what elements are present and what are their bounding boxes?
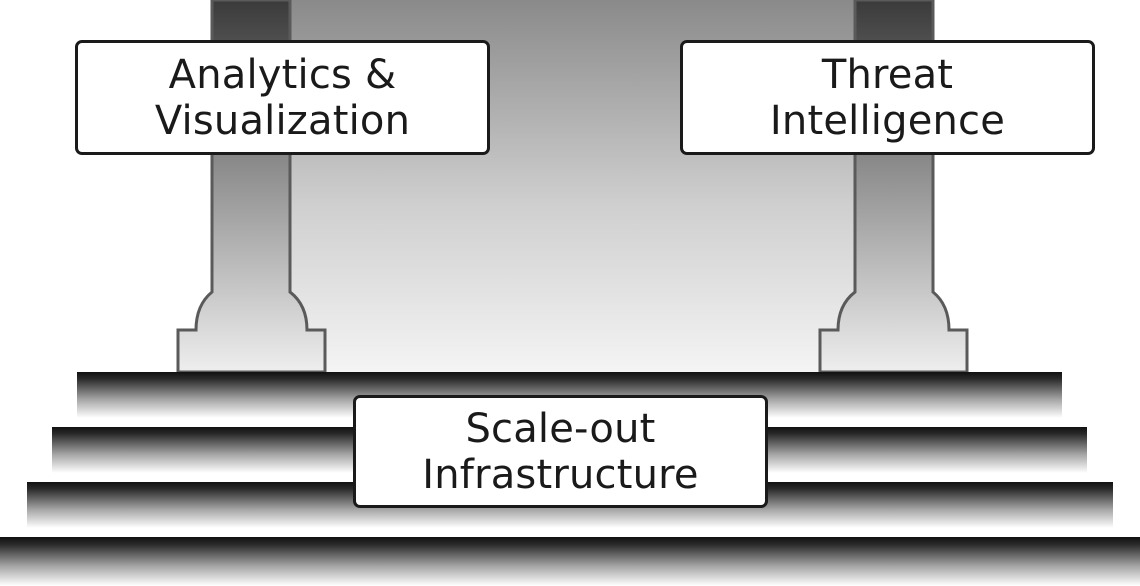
analytics-visualization-line2: Visualization (154, 97, 411, 144)
analytics-visualization-label: Analytics & Visualization (75, 40, 490, 155)
scale-out-infrastructure-line2: Infrastructure (422, 451, 699, 498)
analytics-visualization-line1: Analytics & (168, 51, 397, 98)
scale-out-infrastructure-line1: Scale-out (465, 405, 656, 452)
threat-intelligence-label: Threat Intelligence (680, 40, 1095, 155)
step-4 (0, 537, 1140, 586)
scale-out-infrastructure-label: Scale-out Infrastructure (353, 395, 768, 508)
threat-intelligence-line2: Intelligence (769, 97, 1006, 144)
threat-intelligence-line1: Threat (821, 51, 954, 98)
